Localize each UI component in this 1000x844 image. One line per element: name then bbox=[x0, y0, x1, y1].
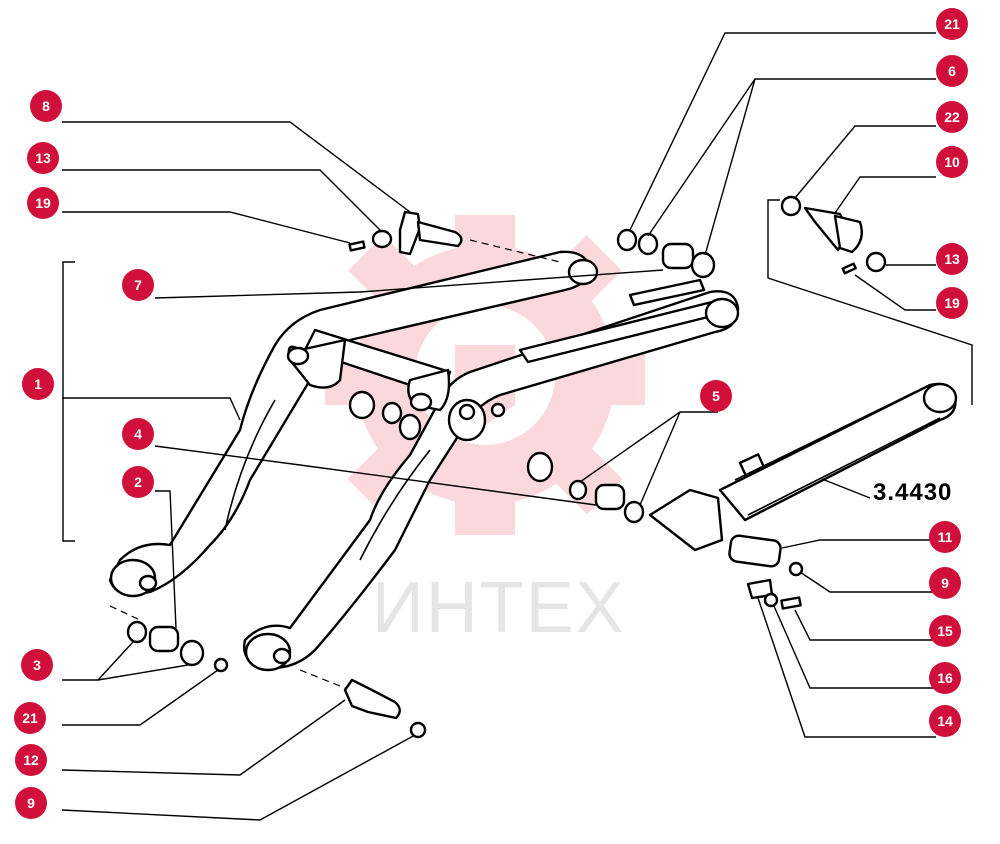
hydraulic-cylinder bbox=[648, 382, 958, 552]
svg-text:8: 8 bbox=[42, 98, 50, 114]
nut-9-bottom bbox=[409, 721, 427, 739]
callout-badges: 8 13 19 7 1 4 2 3 21 12 9 21 6 22 10 13 … bbox=[14, 8, 968, 819]
callout-19: 19 bbox=[27, 187, 59, 219]
svg-text:16: 16 bbox=[937, 670, 953, 686]
callout-3: 3 bbox=[21, 649, 53, 681]
washers-21-6-top bbox=[616, 228, 716, 279]
loader-arm-assembly bbox=[108, 250, 740, 672]
bushings-5 bbox=[568, 479, 645, 524]
svg-text:6: 6 bbox=[948, 63, 956, 79]
svg-text:9: 9 bbox=[27, 795, 35, 811]
svg-text:4: 4 bbox=[134, 426, 142, 442]
bushings-3-2 bbox=[126, 620, 229, 673]
callout-8: 8 bbox=[30, 90, 62, 122]
svg-text:9: 9 bbox=[941, 575, 949, 591]
callout-4: 4 bbox=[122, 418, 154, 450]
svg-text:2: 2 bbox=[134, 474, 142, 490]
callout-22: 22 bbox=[936, 101, 968, 133]
callout-16: 16 bbox=[929, 662, 961, 694]
callout-12: 12 bbox=[15, 744, 47, 776]
reference-code: 3.4430 bbox=[873, 479, 952, 506]
callout-21: 21 bbox=[14, 702, 46, 734]
callout-13: 13 bbox=[936, 243, 968, 275]
assembly-bracket bbox=[62, 261, 75, 542]
alignment-lines bbox=[109, 199, 973, 689]
svg-text:22: 22 bbox=[944, 109, 960, 125]
callout-15: 15 bbox=[929, 615, 961, 647]
pin-8 bbox=[398, 210, 463, 256]
pin-12 bbox=[343, 678, 401, 720]
svg-text:3: 3 bbox=[33, 657, 41, 673]
callout-7: 7 bbox=[122, 269, 154, 301]
callout-13: 13 bbox=[27, 142, 59, 174]
svg-text:13: 13 bbox=[35, 150, 51, 166]
callout-19: 19 bbox=[936, 287, 968, 319]
callout-10: 10 bbox=[936, 146, 968, 178]
svg-text:21: 21 bbox=[944, 16, 960, 32]
callout-2: 2 bbox=[122, 466, 154, 498]
svg-text:5: 5 bbox=[712, 388, 720, 404]
nut-13-left bbox=[371, 229, 393, 249]
watermark-text: ИНТЕХ bbox=[372, 568, 626, 648]
svg-text:12: 12 bbox=[23, 752, 39, 768]
bushing-group-mid bbox=[348, 390, 554, 483]
screw-19-left bbox=[348, 240, 366, 252]
pin-10-assembly bbox=[780, 195, 887, 275]
svg-text:7: 7 bbox=[134, 277, 142, 293]
callout-5: 5 bbox=[700, 380, 732, 412]
callout-11: 11 bbox=[929, 521, 961, 553]
svg-text:19: 19 bbox=[35, 195, 51, 211]
svg-text:11: 11 bbox=[938, 529, 953, 545]
callout-21: 21 bbox=[936, 8, 968, 40]
svg-text:10: 10 bbox=[944, 154, 960, 170]
svg-text:21: 21 bbox=[22, 710, 38, 726]
callout-9: 9 bbox=[15, 787, 47, 819]
svg-text:15: 15 bbox=[937, 623, 953, 639]
leader-lines bbox=[61, 32, 936, 821]
callout-14: 14 bbox=[929, 705, 961, 737]
svg-text:13: 13 bbox=[944, 251, 960, 267]
svg-text:1: 1 bbox=[34, 376, 42, 392]
callout-9: 9 bbox=[929, 567, 961, 599]
pin-11-assembly bbox=[728, 534, 804, 610]
svg-text:14: 14 bbox=[937, 713, 953, 729]
callout-1: 1 bbox=[22, 368, 54, 400]
svg-text:19: 19 bbox=[944, 295, 960, 311]
callout-6: 6 bbox=[936, 55, 968, 87]
